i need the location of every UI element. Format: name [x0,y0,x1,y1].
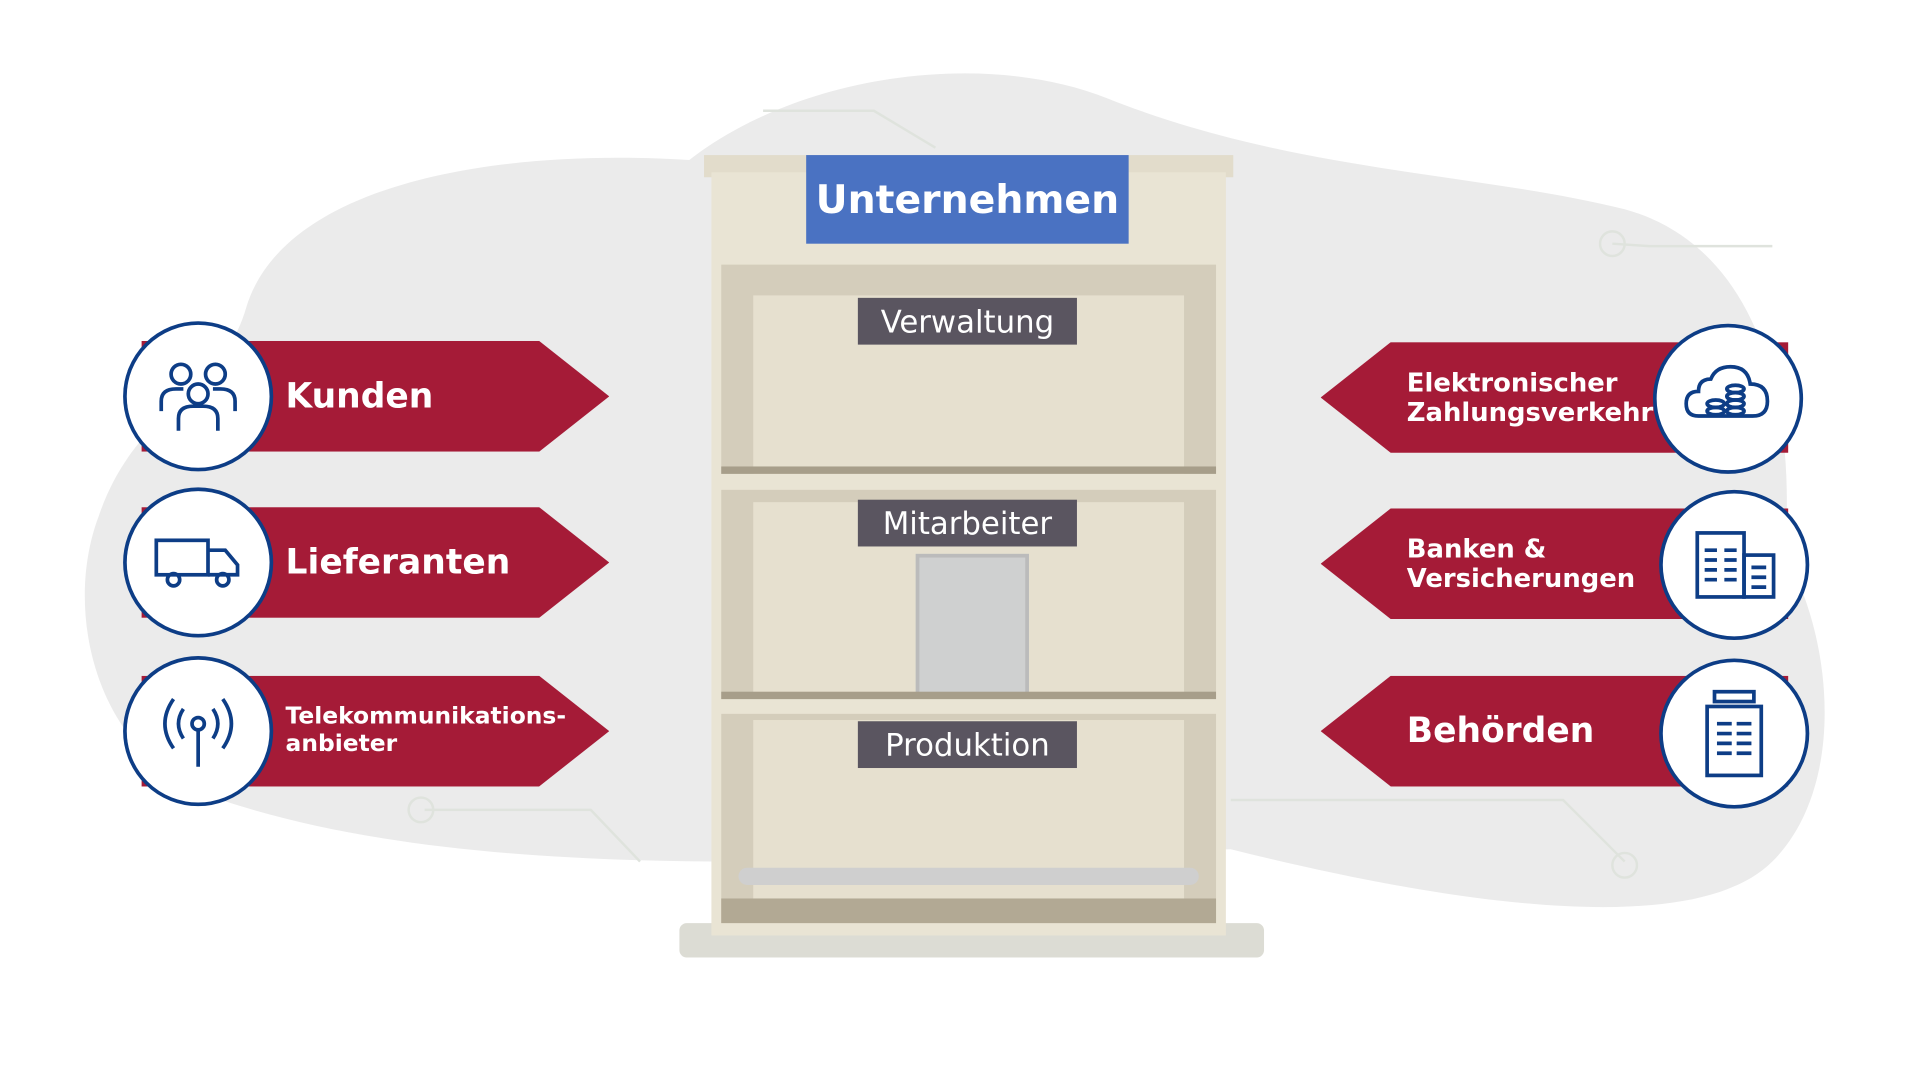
label-kunden: Kunden [285,375,434,416]
cloud-coins-icon [1652,323,1804,474]
office-buildings-icon [1659,489,1810,641]
government-building-icon [1659,658,1810,809]
label-banken: Banken & Versicherungen [1406,533,1636,594]
label-behoerden: Behörden [1406,710,1595,751]
label-telekommunikation: Telekommunikations- anbieter [285,702,567,757]
label-lieferanten: Lieferanten [285,541,511,583]
floor-label-mitarbeiter: Mitarbeiter [857,499,1077,547]
floor-produktion [721,713,1217,924]
floor-label-verwaltung: Verwaltung [857,297,1077,345]
floor-verwaltung [721,264,1217,474]
people-icon [123,321,274,472]
company-title: Unternehmen [806,155,1129,244]
truck-icon [123,487,274,638]
antenna-icon [123,656,274,807]
floor-label-produktion: Produktion [857,721,1077,769]
label-zahlungsverkehr: Elektronischer Zahlungsverkehr [1406,367,1654,428]
